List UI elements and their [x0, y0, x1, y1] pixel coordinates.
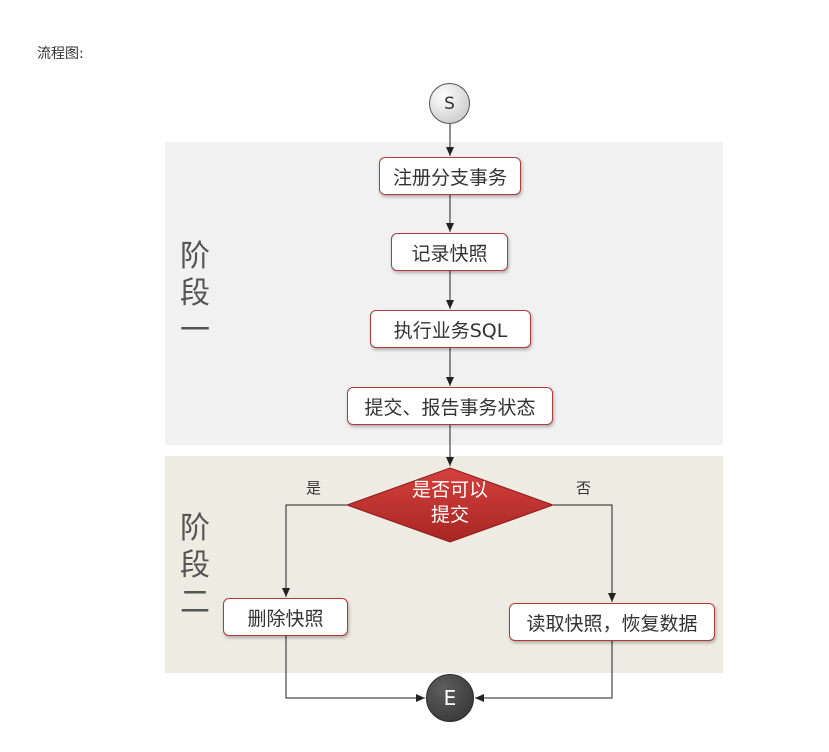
diagram-caption: 流程图:: [37, 46, 84, 62]
end-node: E: [426, 674, 474, 722]
decision-diamond: [345, 467, 555, 543]
restore-data-step: 读取快照，恢复数据: [509, 603, 715, 641]
execute-business-sql-step: 执行业务SQL: [370, 310, 531, 348]
branch-yes-label: 是: [306, 479, 322, 497]
record-snapshot-step: 记录快照: [391, 233, 508, 271]
start-node: S: [429, 83, 470, 124]
branch-no-label: 否: [576, 479, 592, 497]
edge-restore-end: [475, 641, 613, 702]
edge-decision-delete: [282, 504, 347, 597]
phase-one-label: 阶 段 一: [180, 239, 210, 348]
phase-two-label: 阶 段 二: [180, 511, 210, 620]
edge-decision-restore: [553, 504, 616, 602]
edge-delete-end: [285, 636, 425, 702]
delete-snapshot-step: 删除快照: [223, 598, 348, 636]
commit-report-status-step: 提交、报告事务状态: [347, 387, 553, 425]
register-branch-transaction-step: 注册分支事务: [379, 157, 521, 195]
decision-label: 是否可以 提交: [411, 479, 488, 526]
